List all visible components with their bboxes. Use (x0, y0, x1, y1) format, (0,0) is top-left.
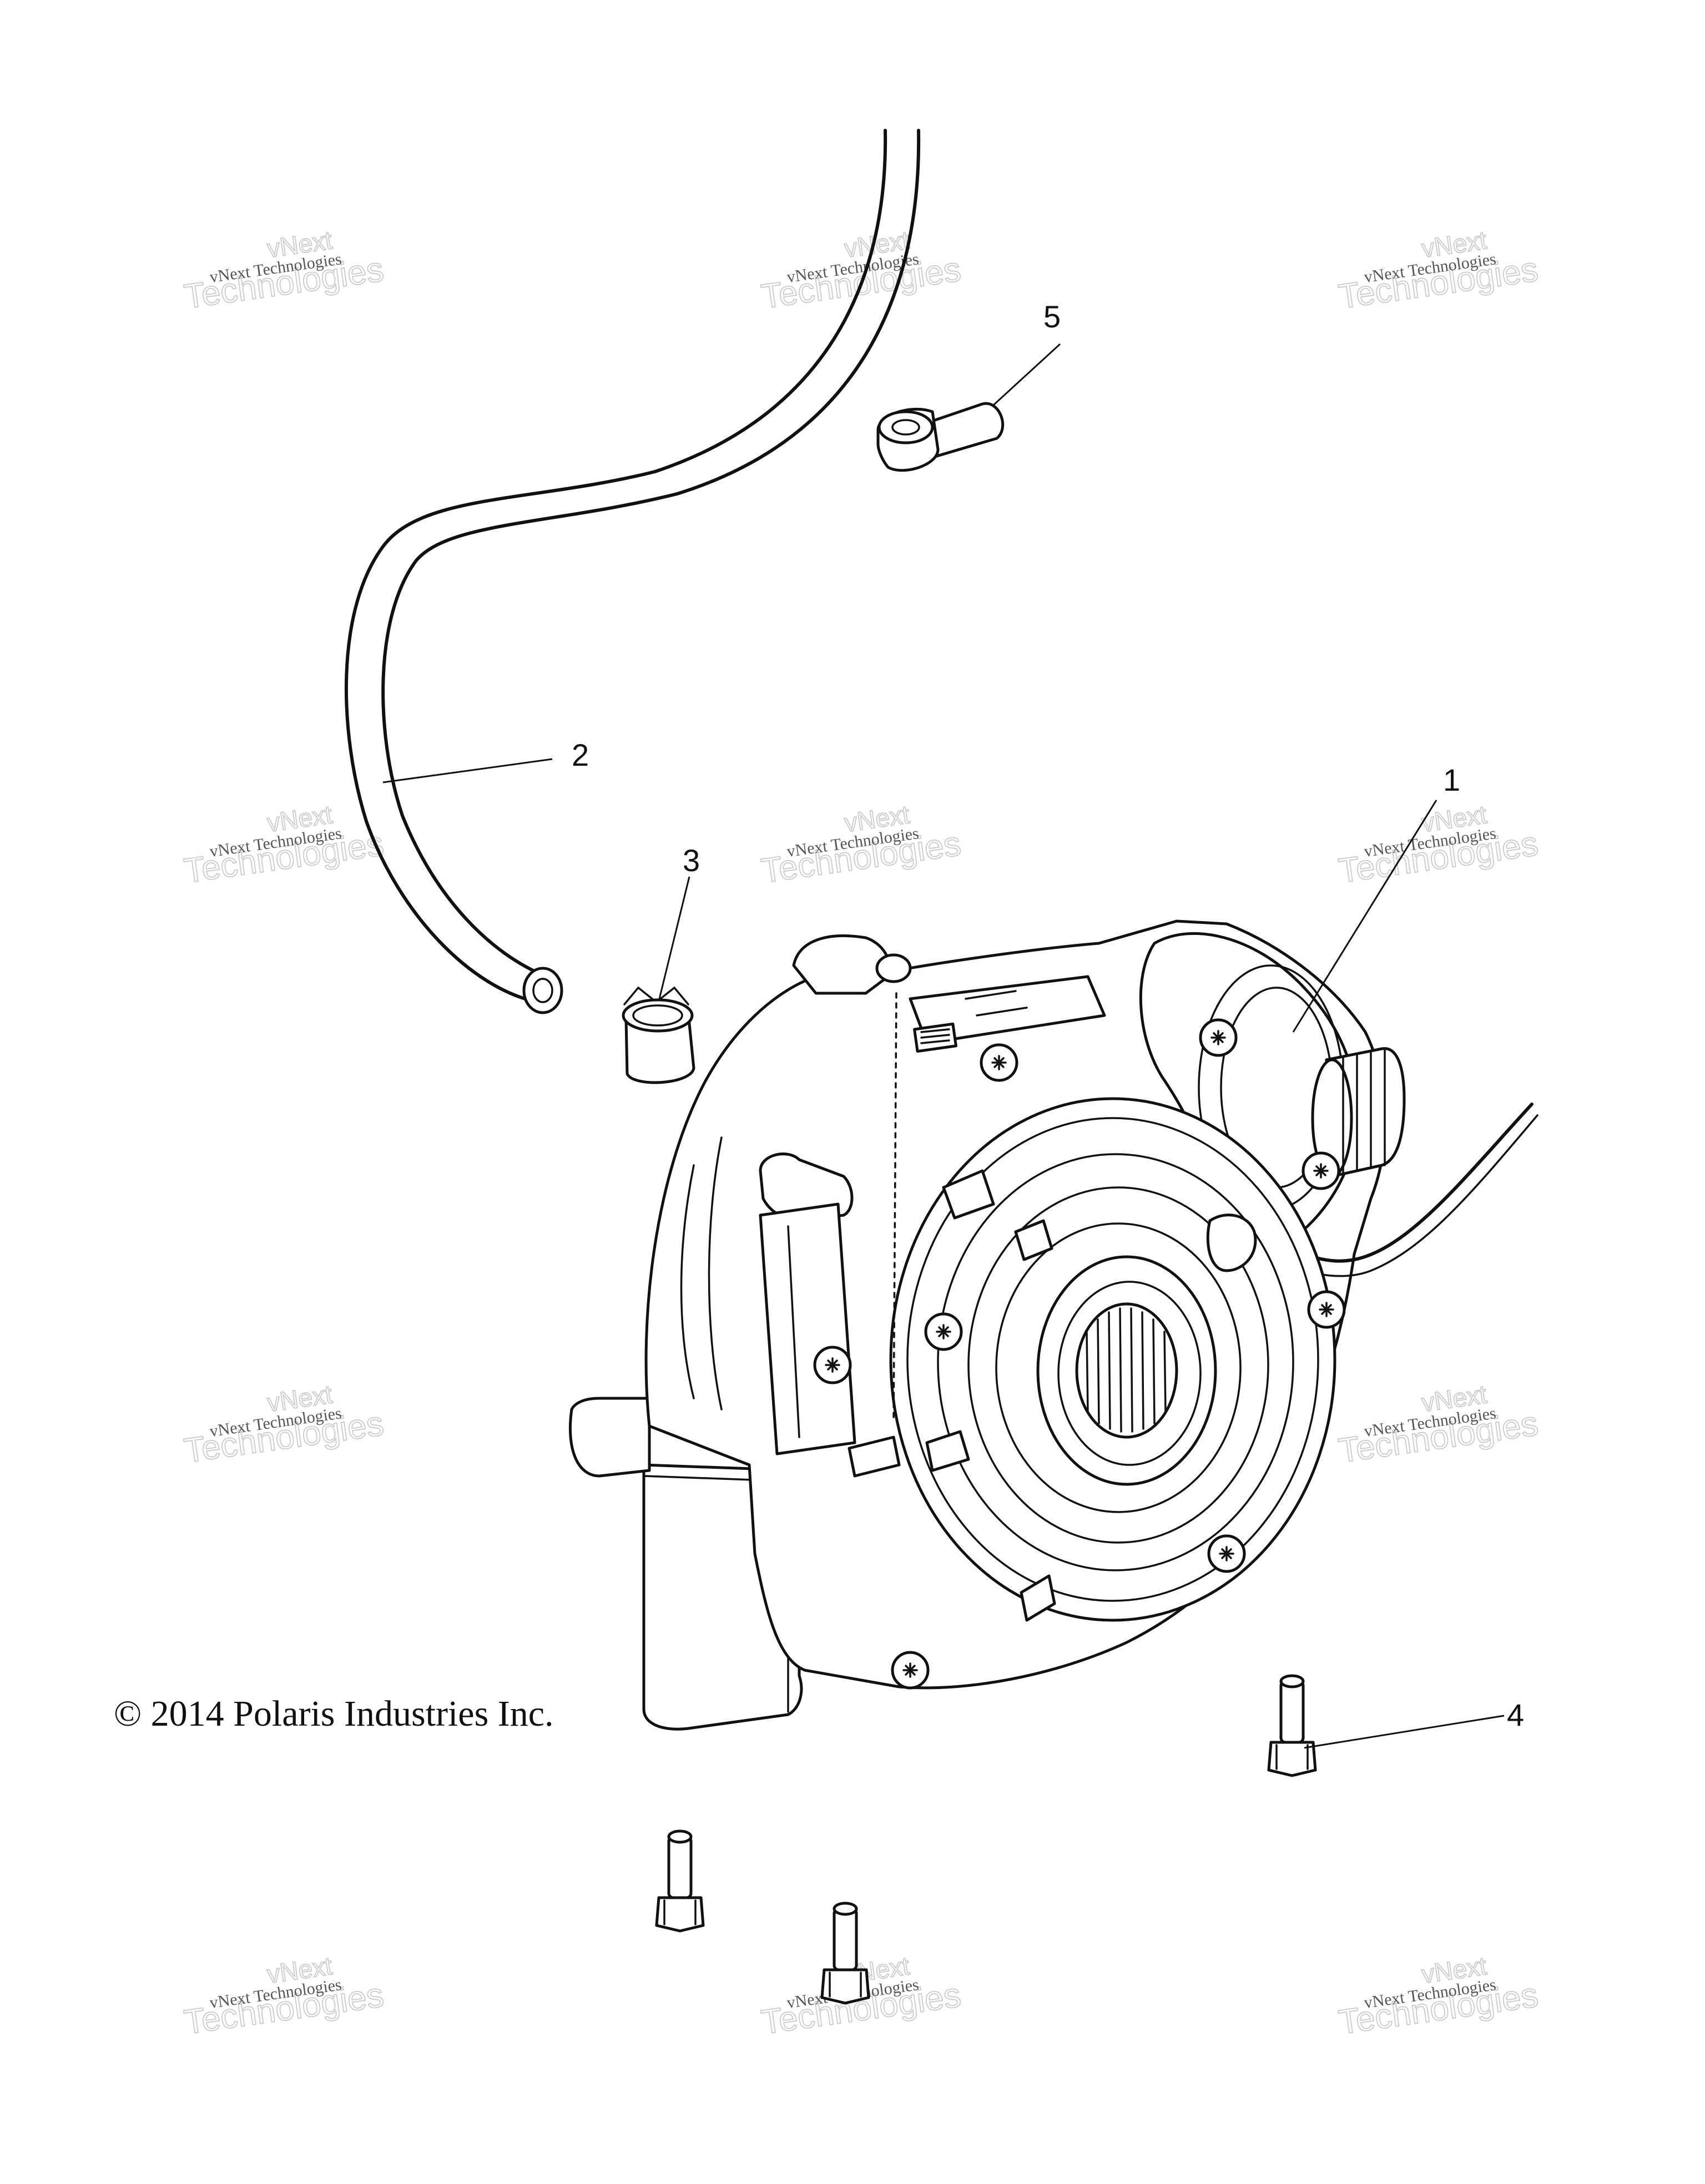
callout-2: 2 (572, 737, 589, 772)
hose-clamp (622, 987, 695, 1084)
cover-bolt-head-5 (1219, 1546, 1234, 1561)
cover-bolts (813, 1018, 1346, 1690)
mounting-bolt-1 (1267, 1674, 1317, 1777)
cover-bolt-head-3 (1313, 1163, 1329, 1179)
callout-5: 5 (1043, 299, 1061, 334)
cover-bolt-head-1 (991, 1055, 1007, 1070)
vent-hose (344, 129, 921, 1014)
input-spline (1075, 1302, 1178, 1439)
cover-bolt-head-6 (902, 1662, 918, 1678)
mounting-bolt-2 (655, 1829, 705, 1933)
cover-bolt-head-7 (825, 1357, 840, 1373)
cover-bolt-head-4 (1319, 1302, 1334, 1317)
mounting-bolt-3 (820, 1902, 870, 2005)
callout-4: 4 (1507, 1697, 1524, 1732)
leader-lines (382, 343, 1505, 1749)
callout-1: 1 (1443, 762, 1460, 797)
vent-fitting (876, 402, 1005, 472)
cover-bolt-head-8 (936, 1324, 951, 1339)
copyright-notice: © 2014 Polaris Industries Inc. (114, 1693, 554, 1734)
callout-3: 3 (683, 843, 700, 878)
front-gearcase (568, 919, 1538, 1731)
cover-bolt-head-2 (1210, 1030, 1226, 1045)
output-spline (1311, 1047, 1406, 1178)
